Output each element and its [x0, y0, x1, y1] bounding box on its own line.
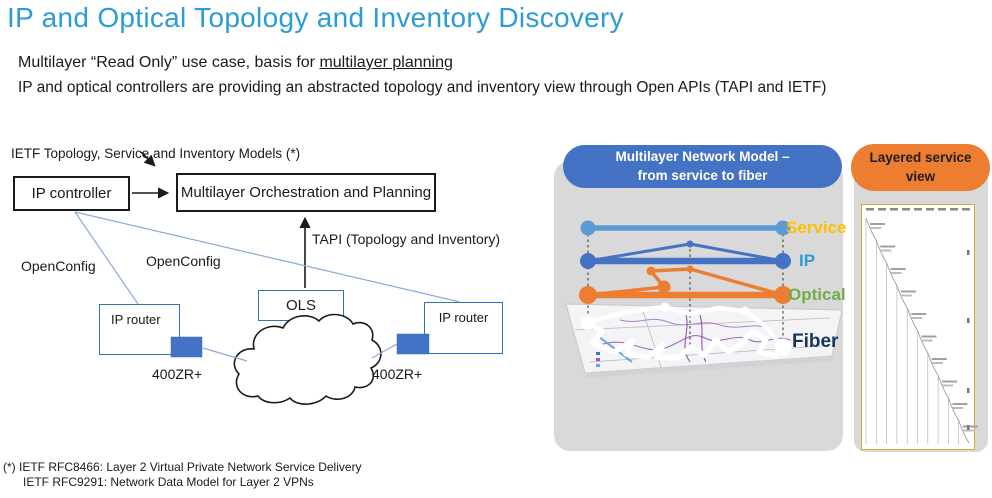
openconfig-label-mid: OpenConfig: [146, 253, 221, 269]
layer-label-ip: IP: [799, 251, 816, 270]
layer-label-fiber: Fiber: [792, 331, 839, 352]
layered-service-header: Layered service view: [851, 144, 990, 191]
ols-box: OLS: [258, 290, 344, 321]
openconfig-label-left: OpenConfig: [21, 258, 96, 274]
orchestration-label: Multilayer Orchestration and Planning: [180, 184, 432, 201]
layered-service-header-line2: view: [905, 168, 936, 184]
zr-label-left: 400ZR+: [152, 366, 203, 382]
intro-line-1-prefix: Multilayer “Read Only” use case, basis f…: [18, 54, 320, 71]
multilayer-planning-underline: multilayer planning: [319, 54, 453, 71]
multilayer-model-header-line2: from service to fiber: [637, 167, 768, 183]
ip-router-left-box: IP router: [99, 304, 180, 355]
ip-controller-label: IP controller: [31, 185, 112, 202]
intro-line-2: IP and optical controllers are providing…: [18, 79, 827, 96]
ietf-models-label: IETF Topology, Service and Inventory Mod…: [11, 146, 301, 161]
multilayer-model-header: Multilayer Network Model – from service …: [563, 145, 842, 188]
intro-line-1: Multilayer “Read Only” use case, basis f…: [18, 54, 453, 72]
page-title: IP and Optical Topology and Inventory Di…: [7, 2, 624, 33]
layered-service-diagram-box: [861, 204, 975, 450]
footnote-line-1: (*) IETF RFC8466: Layer 2 Virtual Privat…: [3, 460, 362, 474]
layer-label-optical: Optical: [788, 285, 846, 304]
footnote: (*) IETF RFC8466: Layer 2 Virtual Privat…: [3, 460, 362, 490]
ip-controller-box: IP controller: [13, 176, 130, 211]
layer-label-service: Service: [786, 218, 847, 237]
ols-label: OLS: [285, 297, 316, 314]
multilayer-model-panel: [554, 161, 843, 451]
tapi-label: TAPI (Topology and Inventory): [312, 231, 501, 247]
optical-cloud: [233, 313, 382, 405]
multilayer-model-header-line1: Multilayer Network Model –: [615, 149, 790, 165]
ip-router-right-box: IP router: [424, 302, 503, 354]
orchestration-box: Multilayer Orchestration and Planning: [176, 173, 436, 212]
ip-router-left-label: IP router: [111, 312, 161, 327]
ip-router-right-label: IP router: [438, 310, 489, 325]
layered-service-header-line1: Layered service: [869, 150, 972, 166]
footnote-line-2: IETF RFC9291: Network Data Model for Lay…: [23, 475, 314, 489]
zr-label-right: 400ZR+: [372, 366, 423, 382]
